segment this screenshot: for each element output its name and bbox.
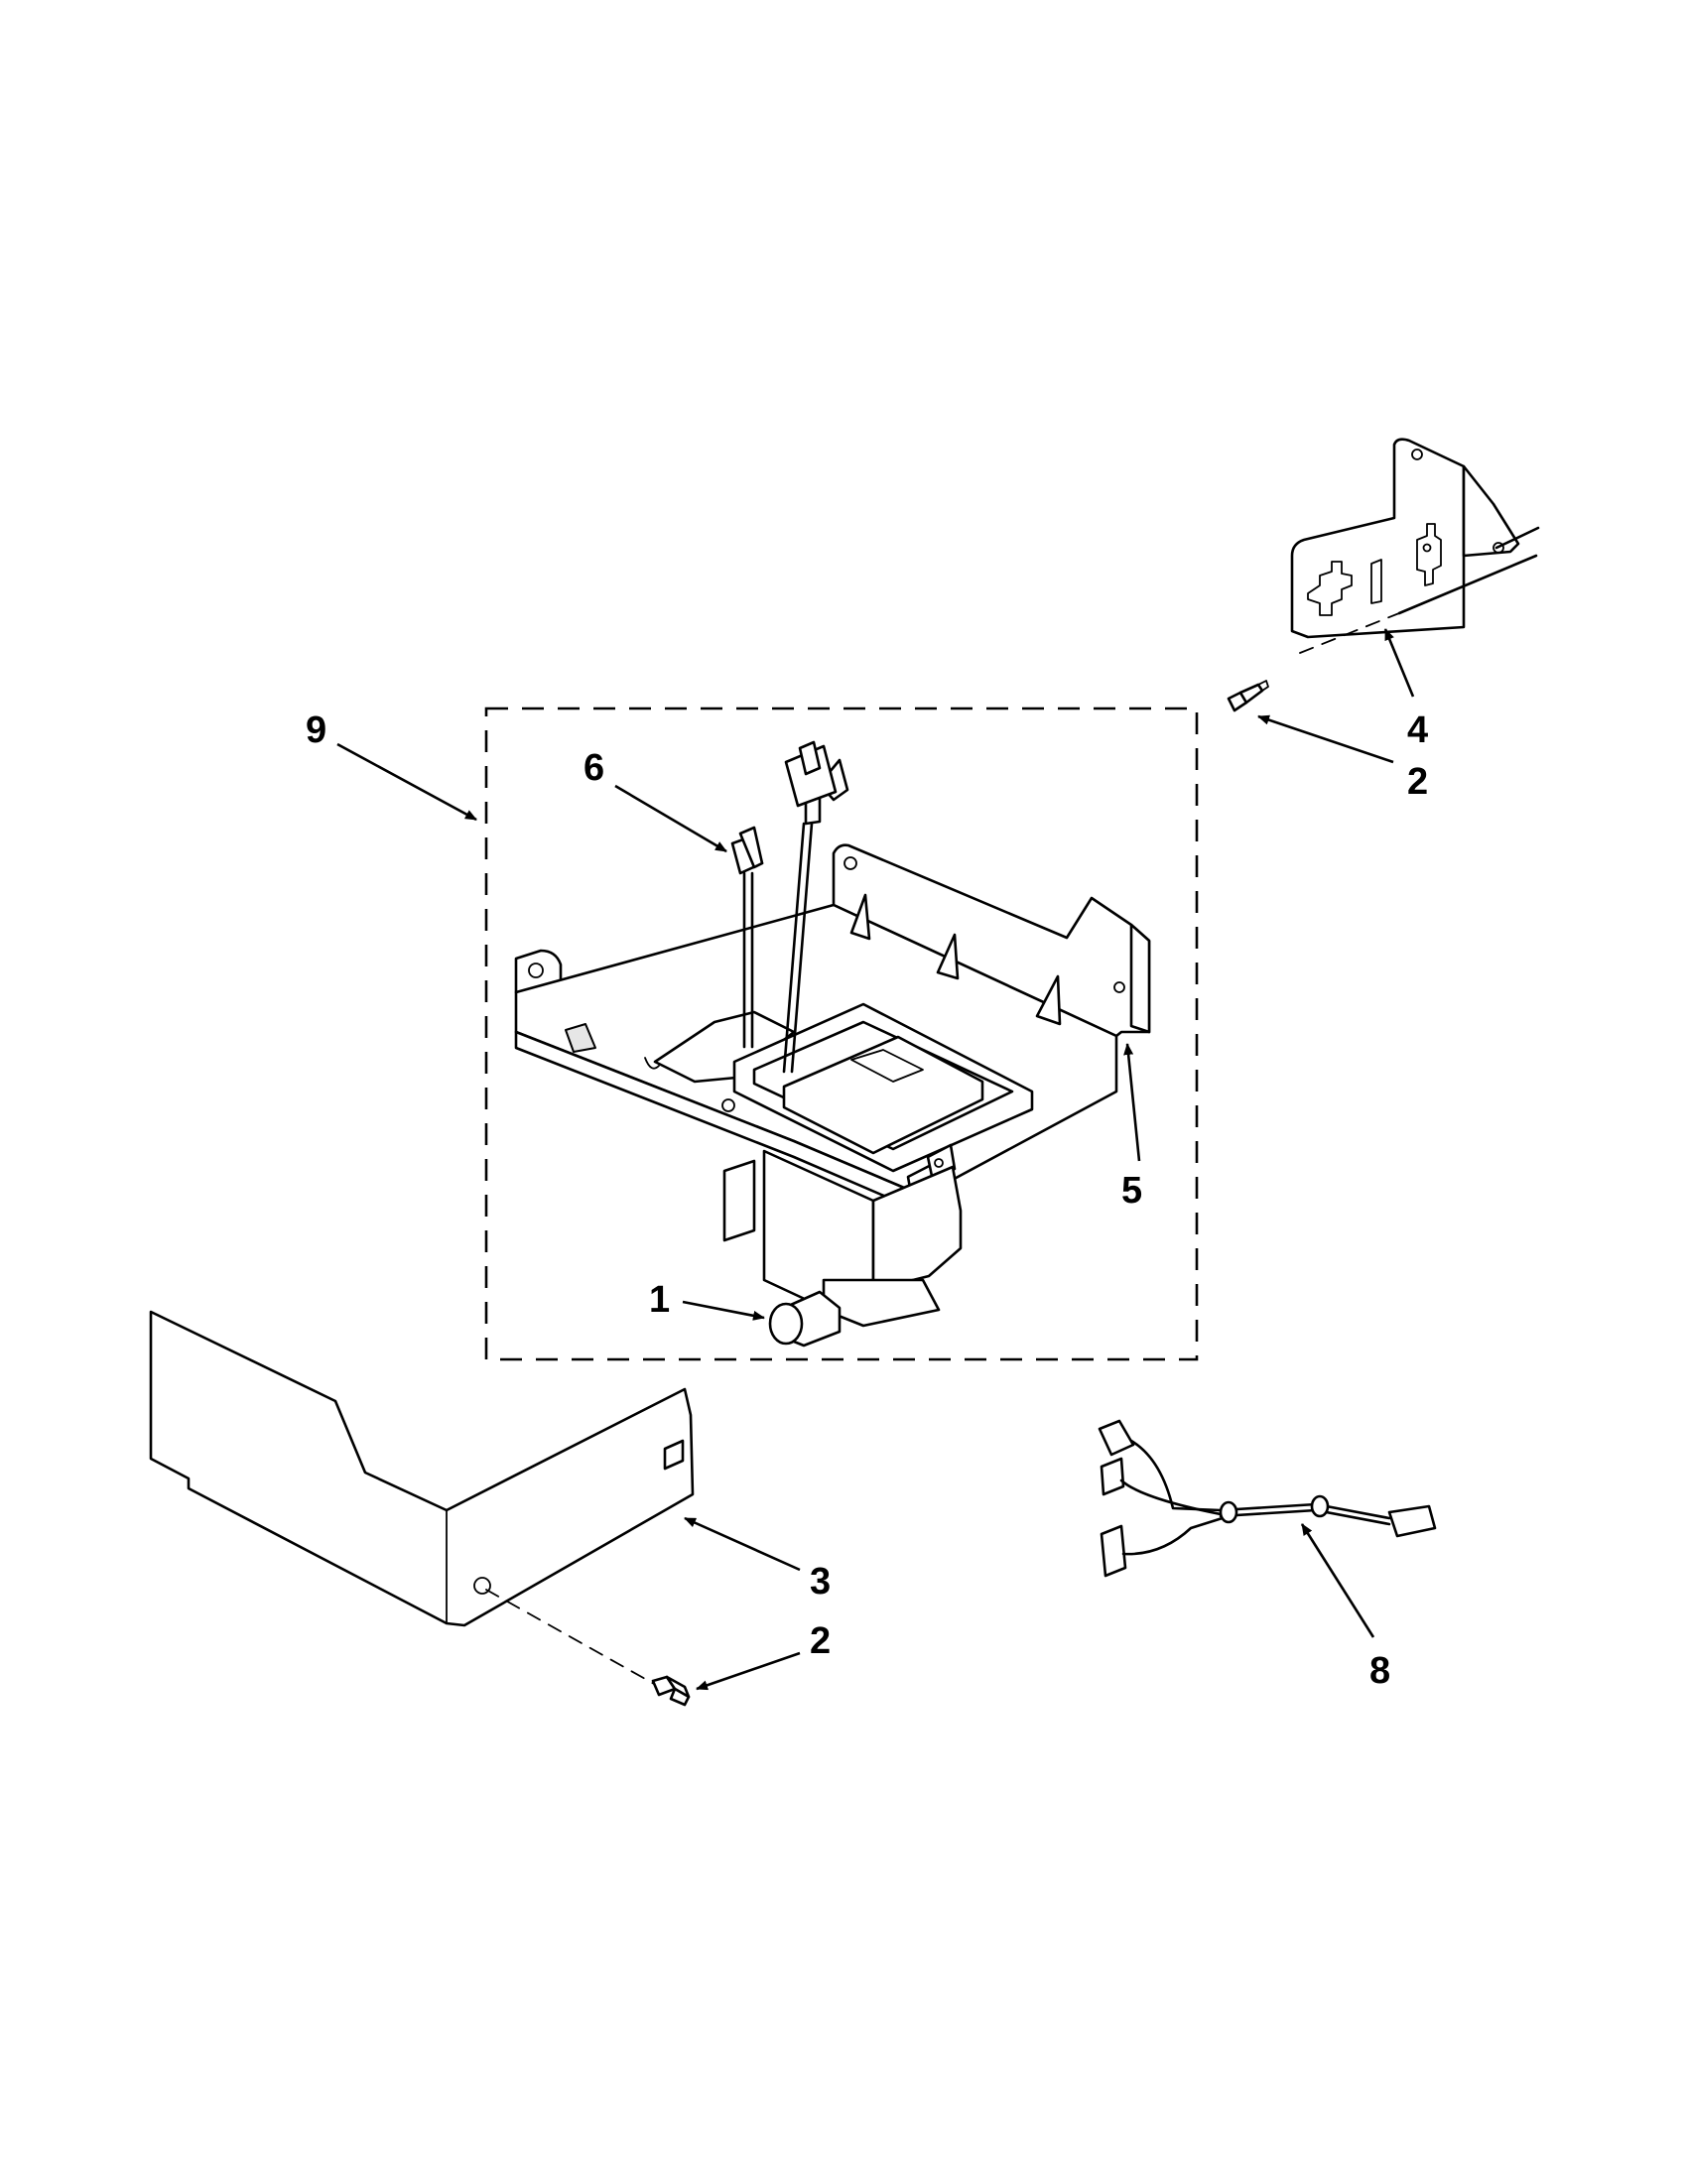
callout-8: 8 xyxy=(1369,1650,1390,1692)
callout-6: 6 xyxy=(584,747,604,789)
leader-2a xyxy=(1257,714,1394,764)
part-5-tray-bracket xyxy=(514,843,1151,1215)
callout-4: 4 xyxy=(1407,709,1428,751)
part-8-wire-harness xyxy=(1098,1419,1437,1578)
callout-3: 3 xyxy=(810,1561,831,1603)
callout-5: 5 xyxy=(1121,1170,1142,1212)
leader-3 xyxy=(684,1516,801,1572)
callout-2-bottom: 2 xyxy=(810,1620,831,1662)
leader-6 xyxy=(614,784,727,853)
callout-1: 1 xyxy=(649,1279,670,1321)
assembly-9-boundary xyxy=(484,707,1199,1361)
part-1-auger-motor xyxy=(722,1149,963,1348)
leader-8 xyxy=(1300,1523,1375,1638)
part-2-screw-bottom xyxy=(651,1675,691,1707)
part-2-screw-top xyxy=(1227,680,1269,712)
part-6-wire-connector xyxy=(730,740,849,1074)
part-4-mounting-bracket xyxy=(1290,438,1540,654)
leader-2b xyxy=(696,1651,801,1691)
callout-9: 9 xyxy=(306,709,326,751)
leader-5 xyxy=(1123,1043,1141,1162)
leader-9 xyxy=(336,742,477,822)
part-3-cover-panel xyxy=(149,1310,695,1690)
callout-2-top: 2 xyxy=(1407,761,1428,803)
leader-1 xyxy=(682,1300,765,1321)
leader-4 xyxy=(1383,628,1415,698)
